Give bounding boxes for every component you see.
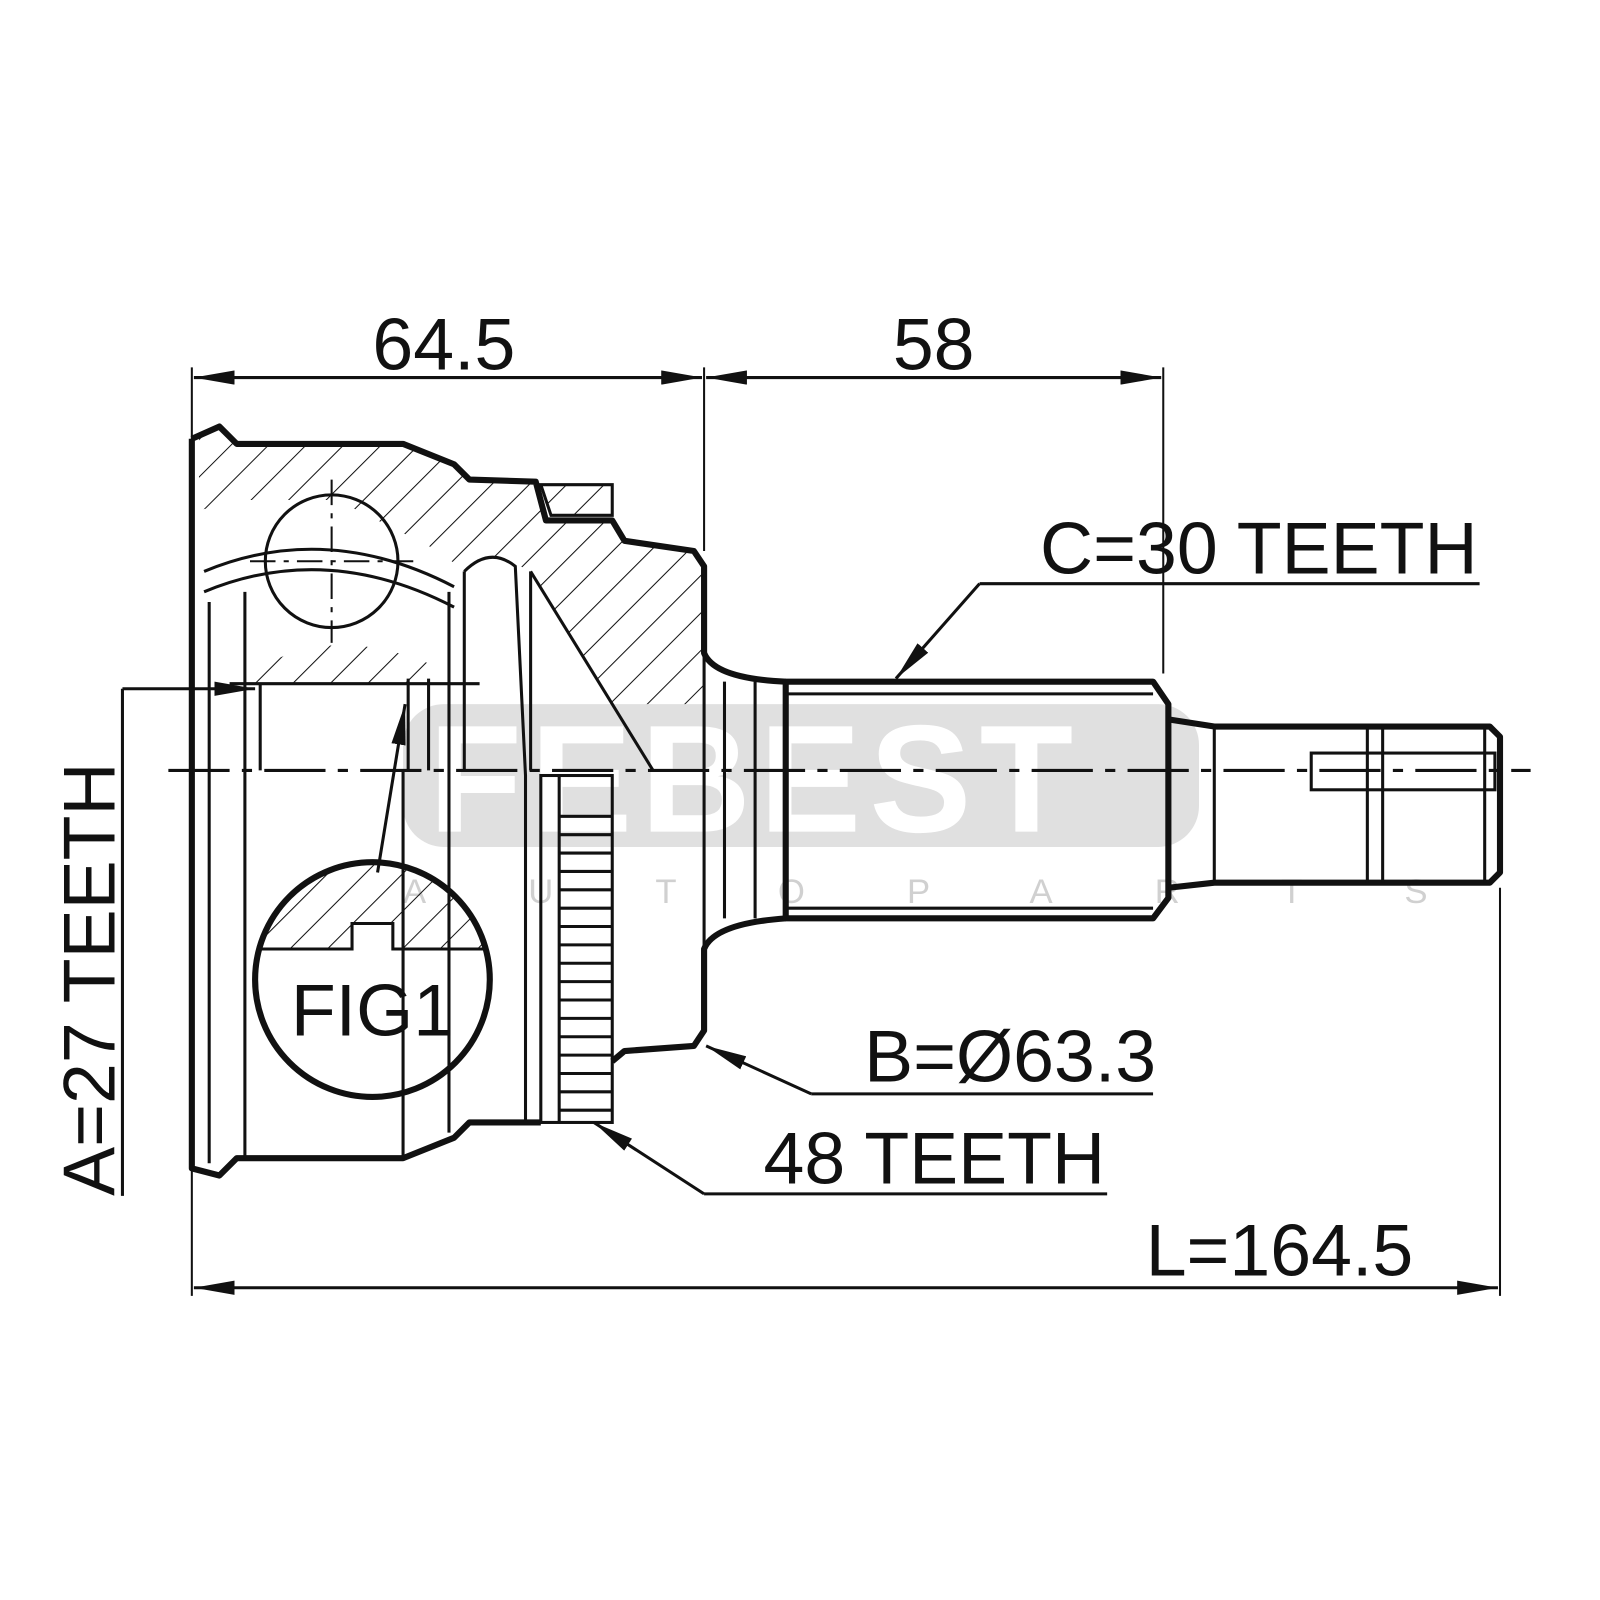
dim-shaft-length: 58 — [893, 302, 975, 385]
abs-ring-teeth — [559, 814, 613, 1112]
fig1-detail: FIG1 — [252, 703, 493, 1100]
watermark-brand: FEBEST — [429, 694, 1082, 865]
watermark-band — [403, 704, 1199, 847]
fig1-label: FIG1 — [291, 969, 454, 1052]
dim-abs-teeth: 48 TEETH — [764, 1117, 1106, 1200]
dim-housing-length: 64.5 — [372, 302, 515, 385]
watermark: FEBEST AUTOPARTS — [403, 694, 1530, 911]
dim-seal-diameter: B=Ø63.3 — [864, 1015, 1156, 1098]
dimension-lines — [120, 367, 1502, 1296]
dim-outer-spline: C=30 TEETH — [1040, 506, 1478, 589]
watermark-tagline: AUTOPARTS — [403, 873, 1530, 911]
hatched-sections — [198, 433, 705, 705]
dim-overall-length: L=164.5 — [1146, 1209, 1414, 1292]
abs-ring — [539, 773, 614, 1124]
dim-inner-spline: A=27 TEETH — [47, 762, 130, 1195]
